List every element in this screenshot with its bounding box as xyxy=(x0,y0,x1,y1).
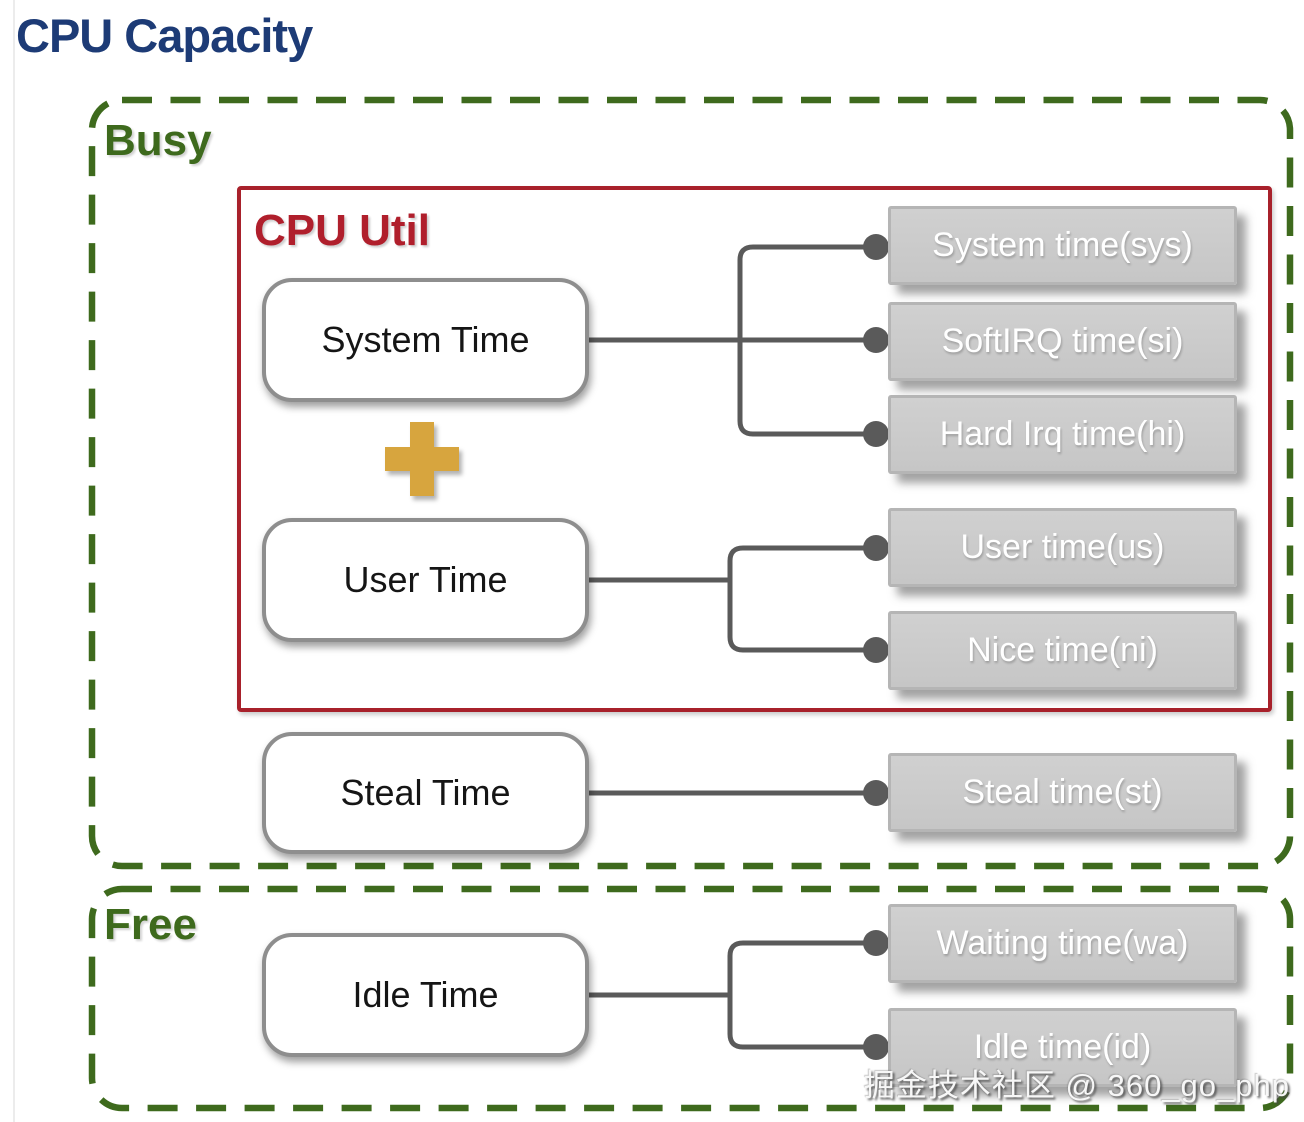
node-idle-time-label: Idle Time xyxy=(352,974,499,1015)
free-group-border xyxy=(88,885,1294,1112)
leaf-label: User time(us) xyxy=(960,528,1165,566)
plus-icon xyxy=(385,422,459,496)
leaf-label: Idle time(id) xyxy=(973,1028,1152,1066)
leaf-softirq-time-si: SoftIRQ time(si) xyxy=(888,302,1237,381)
free-group-label: Free xyxy=(104,900,197,949)
leaf-label: Steal time(st) xyxy=(962,773,1163,811)
leaf-hard-irq-time-hi: Hard Irq time(hi) xyxy=(888,395,1237,474)
watermark-text: 掘金技术社区 @ 360_go_php xyxy=(863,1068,1290,1103)
leaf-label: Nice time(ni) xyxy=(967,631,1158,669)
leaf-label: Waiting time(wa) xyxy=(936,924,1189,962)
leaf-system-time-sys: System time(sys) xyxy=(888,206,1237,285)
leaf-label: Hard Irq time(hi) xyxy=(939,415,1186,453)
leaf-waiting-time-wa: Waiting time(wa) xyxy=(888,904,1237,983)
leaf-user-time-us: User time(us) xyxy=(888,508,1237,587)
connector-dot xyxy=(863,535,889,561)
connector-user-bottom xyxy=(727,577,879,653)
leaf-nice-time-ni: Nice time(ni) xyxy=(888,611,1237,690)
connector-system-top xyxy=(737,244,879,343)
node-steal-time-label: Steal Time xyxy=(340,772,511,813)
cpu-util-container xyxy=(237,186,1272,712)
connector-dot xyxy=(863,234,889,260)
node-user-time-label: User Time xyxy=(343,559,508,600)
plus-icon-vertical-bar xyxy=(410,422,434,496)
connector-user-top xyxy=(727,545,879,583)
connector-dot xyxy=(863,930,889,956)
node-system-time: System Time xyxy=(262,278,589,402)
busy-group-label: Busy xyxy=(104,116,212,165)
leaf-steal-time-st: Steal time(st) xyxy=(888,753,1237,832)
leaf-label: SoftIRQ time(si) xyxy=(941,322,1184,360)
node-idle-time: Idle Time xyxy=(262,933,589,1057)
page-edge-divider xyxy=(13,0,15,1122)
leaf-idle-time-id: Idle time(id) xyxy=(888,1008,1237,1087)
connector-dot xyxy=(863,637,889,663)
connector-idle-top xyxy=(727,940,879,998)
connector-idle-bottom xyxy=(727,992,879,1050)
connector-dot xyxy=(863,1034,889,1060)
connector-dot xyxy=(863,421,889,447)
node-user-time: User Time xyxy=(262,518,589,642)
node-system-time-label: System Time xyxy=(321,319,530,360)
connector-system-bottom xyxy=(737,337,879,437)
cpu-util-label: CPU Util xyxy=(254,206,430,255)
leaf-label: System time(sys) xyxy=(932,226,1193,264)
node-steal-time: Steal Time xyxy=(262,732,589,854)
page-title: CPU Capacity xyxy=(16,9,313,62)
connector-dot xyxy=(863,780,889,806)
connector-dot xyxy=(863,327,889,353)
